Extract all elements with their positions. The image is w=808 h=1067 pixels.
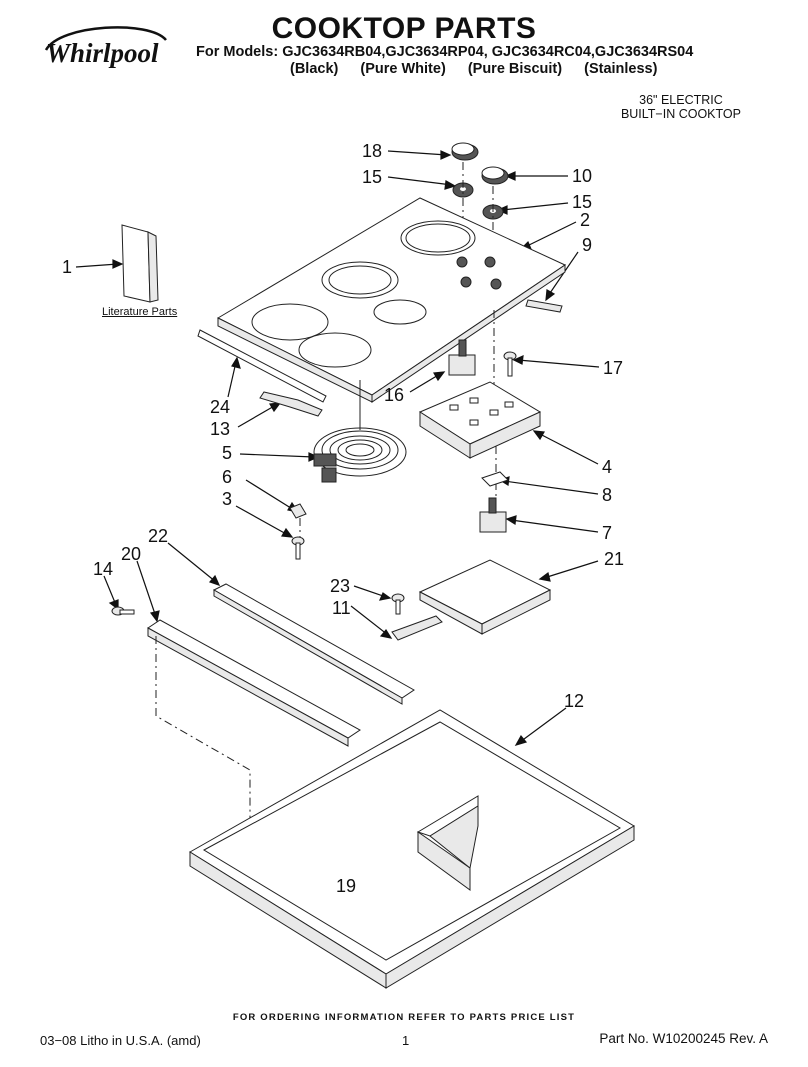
literature-parts-booklet bbox=[121, 224, 159, 303]
trim-strip bbox=[525, 299, 563, 313]
screw bbox=[391, 593, 405, 615]
screw bbox=[503, 351, 517, 377]
cooktop-glass bbox=[216, 197, 567, 403]
callout-14: 14 bbox=[93, 559, 114, 579]
color-pure-white: (Pure White) bbox=[360, 61, 446, 77]
color-list: (Black) (Pure White) (Pure Biscuit) (Sta… bbox=[290, 61, 675, 77]
ordering-note: FOR ORDERING INFORMATION REFER TO PARTS … bbox=[232, 1012, 576, 1023]
literature-parts-label: Literature Parts bbox=[102, 306, 178, 318]
callout-17: 17 bbox=[603, 358, 624, 378]
callout-7: 7 bbox=[602, 523, 613, 543]
control-box bbox=[418, 381, 542, 459]
element-clip bbox=[289, 503, 307, 519]
callout-13: 13 bbox=[210, 419, 231, 439]
callout-24: 24 bbox=[210, 397, 231, 417]
side-rail bbox=[147, 619, 361, 747]
control-switch bbox=[479, 497, 507, 533]
callout-2: 2 bbox=[580, 210, 591, 230]
model-list: For Models: GJC3634RB04,GJC3634RP04, GJC… bbox=[196, 44, 694, 60]
control-box-bracket bbox=[418, 559, 552, 635]
callout-3: 3 bbox=[222, 489, 233, 509]
infinite-switch bbox=[448, 339, 476, 376]
callout-6: 6 bbox=[222, 467, 233, 487]
mounting-bracket bbox=[391, 615, 443, 641]
callout-12: 12 bbox=[564, 691, 585, 711]
callout-15: 15 bbox=[572, 192, 593, 212]
callout-23: 23 bbox=[330, 576, 351, 596]
callout-1: 1 bbox=[62, 257, 73, 277]
control-knob bbox=[481, 166, 509, 185]
whirlpool-logo: Whirlpool bbox=[40, 20, 170, 72]
page-title: COOKTOP PARTS bbox=[271, 12, 537, 45]
screw bbox=[291, 536, 305, 560]
side-rail bbox=[212, 583, 415, 705]
callout-18: 18 bbox=[362, 141, 383, 161]
color-black: (Black) bbox=[290, 61, 339, 77]
callout-9: 9 bbox=[582, 235, 593, 255]
svg-text:Whirlpool: Whirlpool bbox=[46, 38, 159, 68]
knob-bezel bbox=[452, 182, 474, 198]
callout-4: 4 bbox=[602, 457, 613, 477]
callout-11: 11 bbox=[332, 598, 351, 618]
page-number: 1 bbox=[402, 1033, 410, 1048]
pan-bracket bbox=[416, 795, 479, 891]
screw bbox=[111, 606, 135, 616]
callout-10: 10 bbox=[572, 166, 593, 186]
callout-21: 21 bbox=[604, 549, 625, 569]
callout-8: 8 bbox=[602, 485, 613, 505]
callout-19: 19 bbox=[336, 876, 357, 896]
burner-box-pan bbox=[189, 709, 635, 989]
control-knob bbox=[451, 142, 479, 161]
radiant-element bbox=[313, 427, 407, 483]
glass-bracket bbox=[259, 391, 323, 417]
callout-16: 16 bbox=[384, 385, 405, 405]
product-description: 36" ELECTRIC BUILT−IN COOKTOP bbox=[620, 93, 741, 121]
callout-15: 15 bbox=[362, 167, 383, 187]
callout-20: 20 bbox=[121, 544, 142, 564]
color-pure-biscuit: (Pure Biscuit) bbox=[467, 61, 563, 77]
part-number: Part No. W10200245 Rev. A bbox=[599, 1031, 768, 1046]
litho-note: 03−08 Litho in U.S.A. (amd) bbox=[40, 1033, 201, 1048]
terminal-plate bbox=[481, 471, 509, 487]
callout-22: 22 bbox=[148, 526, 169, 546]
callout-5: 5 bbox=[222, 443, 233, 463]
color-stainless: (Stainless) bbox=[584, 61, 658, 77]
front-trim bbox=[197, 329, 327, 403]
